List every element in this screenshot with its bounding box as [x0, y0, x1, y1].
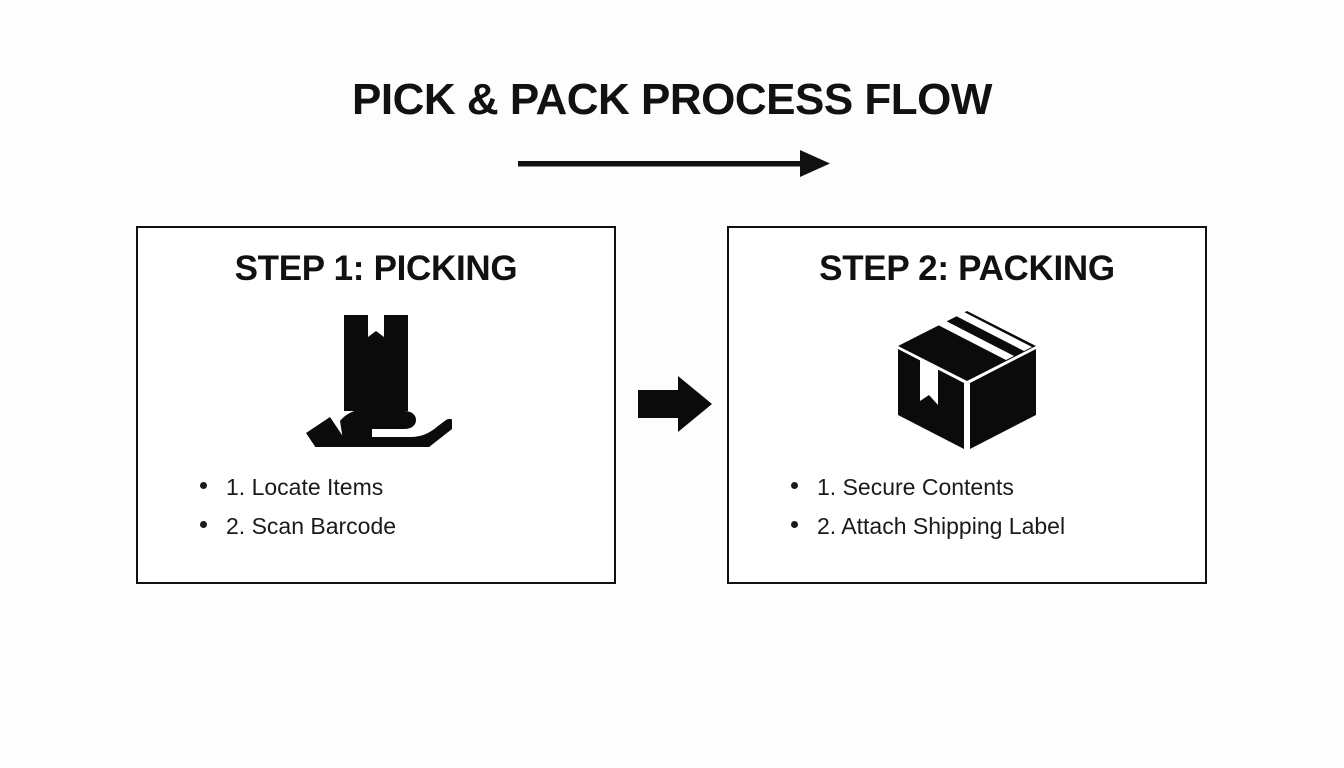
step-title: STEP 2: PACKING — [819, 249, 1115, 288]
step-item-list: 1. Locate Items 2. Scan Barcode — [200, 468, 396, 546]
list-item-label: 1. Locate Items — [226, 474, 384, 500]
bullet-icon — [200, 482, 207, 489]
list-item: 2. Scan Barcode — [200, 507, 396, 546]
bullet-icon — [791, 482, 798, 489]
list-item-label: 1. Secure Contents — [817, 474, 1014, 500]
shipping-box-icon — [729, 310, 1205, 450]
step-connector-arrow — [638, 374, 712, 434]
list-item: 1. Secure Contents — [791, 468, 1065, 507]
list-item: 1. Locate Items — [200, 468, 396, 507]
bullet-icon — [200, 521, 207, 528]
step-card-packing: STEP 2: PACKING 1. Secure Co — [727, 226, 1207, 584]
list-item-label: 2. Scan Barcode — [226, 513, 397, 539]
step-card-picking: STEP 1: PICKING 1. Locate Items 2. Scan … — [136, 226, 616, 584]
bullet-icon — [791, 521, 798, 528]
step-title: STEP 1: PICKING — [234, 249, 518, 288]
step-item-list: 1. Secure Contents 2. Attach Shipping La… — [791, 468, 1065, 546]
list-item: 2. Attach Shipping Label — [791, 507, 1065, 546]
page-title: PICK & PACK PROCESS FLOW — [352, 75, 992, 124]
process-direction-arrow — [518, 142, 830, 186]
hand-holding-box-icon — [138, 310, 614, 450]
list-item-label: 2. Attach Shipping Label — [817, 513, 1066, 539]
